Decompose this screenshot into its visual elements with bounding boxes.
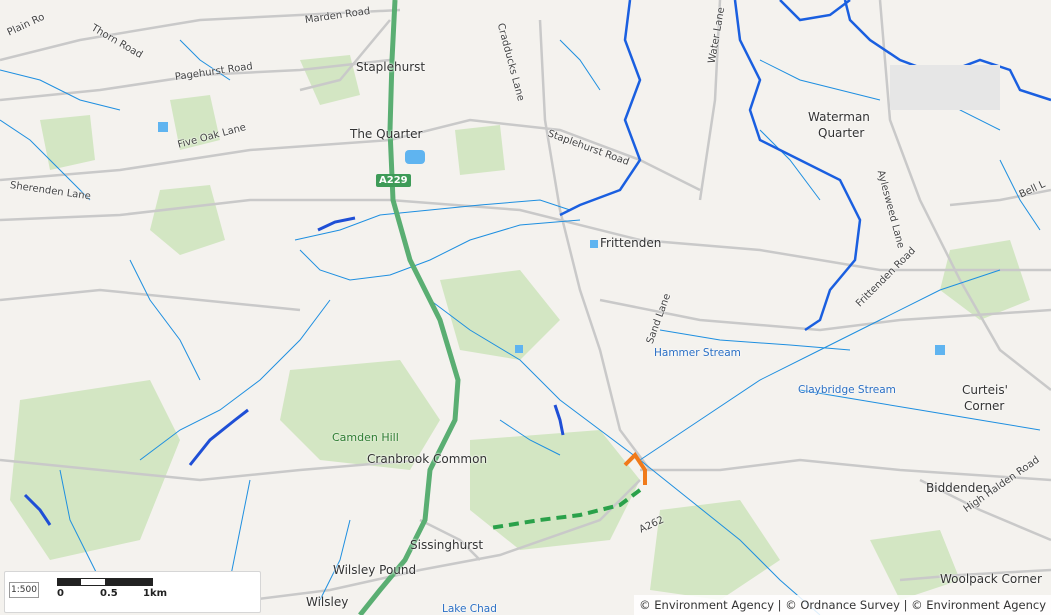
water-bodies-layer	[158, 122, 945, 355]
scale-ratio-button[interactable]: 1:500	[9, 582, 39, 598]
scale-bar-segment	[81, 579, 105, 585]
scale-control: 1:500 0 0.5 1km	[4, 571, 261, 613]
a229-road	[358, 0, 461, 615]
a229-road-shield: A229	[376, 174, 411, 187]
place-label-biddenden: Biddenden	[926, 481, 991, 495]
place-label-wilsley-pound: Wilsley Pound	[333, 563, 417, 577]
place-label-the-quarter: The Quarter	[350, 127, 423, 141]
place-label-cranbrook-common: Cranbrook Common	[367, 452, 488, 466]
highlight-orange-reach	[623, 451, 647, 485]
woodland-layer	[10, 55, 1030, 600]
place-label-sissinghurst: Sissinghurst	[410, 538, 484, 552]
scale-label-1km: 1km	[143, 588, 168, 599]
scale-label-0: 0	[57, 588, 64, 599]
highlight-blue-reach-2	[23, 493, 52, 526]
place-label-woolpack-corner: Woolpack Corner	[940, 572, 1042, 586]
hill-label-camden-hill: Camden Hill	[332, 431, 399, 444]
place-label-curteis-corner: Corner	[964, 399, 1005, 413]
stream-layer	[0, 39, 1041, 615]
place-label-curteis: Curteis'	[962, 383, 1008, 397]
built-up-area	[890, 65, 1000, 110]
scale-bar	[57, 578, 153, 586]
stream-label-hammer-stream: Hammer Stream	[654, 347, 741, 359]
place-label-wilsley: Wilsley	[306, 595, 349, 609]
stream-label-claybridge-stream: Claybridge Stream	[798, 384, 896, 396]
stream-label-lake-chad: Lake Chad	[442, 603, 497, 615]
minor-road-layer	[0, 0, 1051, 602]
place-label-staplehurst: Staplehurst	[356, 60, 426, 74]
place-label-waterman-quarter: Quarter	[818, 126, 865, 140]
highlight-blue-reach-1	[188, 408, 249, 466]
scale-bar-segment	[58, 579, 81, 585]
scale-bar-segment	[105, 579, 152, 585]
scale-label-half: 0.5	[100, 588, 118, 599]
place-label-frittenden: Frittenden	[600, 236, 662, 250]
highlight-green-dashed-reach	[489, 488, 642, 530]
map-attribution: © Environment Agency | © Ordnance Survey…	[634, 595, 1051, 615]
place-label-waterman: Waterman	[808, 110, 870, 124]
highlight-blue-reach-4	[553, 404, 565, 436]
highlight-blue-reach-3	[317, 216, 356, 232]
